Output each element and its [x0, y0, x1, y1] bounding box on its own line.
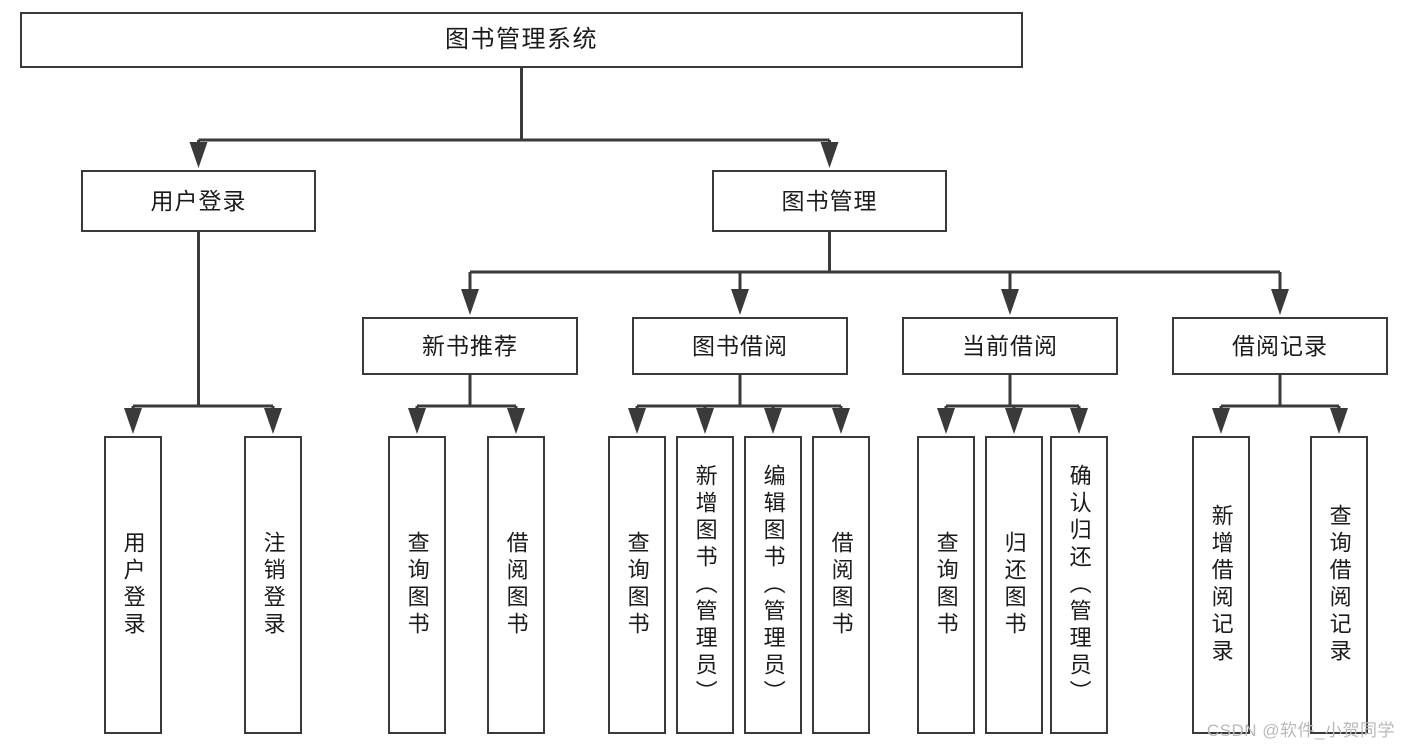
node-label-leaf8: 借阅图书	[828, 531, 854, 639]
node-label-records: 借阅记录	[1232, 332, 1328, 359]
node-leaf6[interactable]: 新增图书（管理员）	[676, 436, 734, 734]
arrowhead-icon	[764, 408, 782, 434]
node-label-leaf7: 编辑图书（管理员）	[760, 463, 786, 707]
node-label-login: 用户登录	[150, 187, 247, 214]
node-leaf2[interactable]: 注销登录	[244, 436, 302, 734]
node-leaf10[interactable]: 归还图书	[985, 436, 1043, 734]
arrowhead-icon	[507, 408, 525, 434]
node-label-leaf2: 注销登录	[260, 531, 286, 639]
node-leaf5[interactable]: 查询图书	[608, 436, 666, 734]
arrowhead-icon	[731, 289, 749, 315]
arrowhead-icon	[1070, 408, 1088, 434]
node-leaf4[interactable]: 借阅图书	[487, 436, 545, 734]
node-label-leaf1: 用户登录	[120, 531, 146, 639]
node-label-leaf13: 查询借阅记录	[1326, 504, 1352, 666]
node-leaf3[interactable]: 查询图书	[388, 436, 446, 734]
node-bookmgmt[interactable]: 图书管理	[712, 170, 947, 232]
node-leaf1[interactable]: 用户登录	[104, 436, 162, 734]
node-leaf7[interactable]: 编辑图书（管理员）	[744, 436, 802, 734]
node-leaf11[interactable]: 确认归还（管理员）	[1050, 436, 1108, 734]
arrowhead-icon	[1271, 289, 1289, 315]
node-borrow[interactable]: 图书借阅	[632, 317, 848, 375]
arrowhead-icon	[628, 408, 646, 434]
arrowhead-icon	[461, 289, 479, 315]
node-label-newbook: 新书推荐	[422, 332, 518, 359]
arrowhead-icon	[408, 408, 426, 434]
arrowhead-icon	[1001, 289, 1019, 315]
node-label-leaf3: 查询图书	[404, 531, 430, 639]
node-label-leaf4: 借阅图书	[503, 531, 529, 639]
node-label-leaf10: 归还图书	[1001, 531, 1027, 639]
node-label-leaf12: 新增借阅记录	[1208, 504, 1234, 666]
arrowhead-icon	[937, 408, 955, 434]
node-label-leaf9: 查询图书	[933, 531, 959, 639]
node-root[interactable]: 图书管理系统	[20, 12, 1023, 68]
arrowhead-icon	[189, 142, 208, 168]
arrowhead-icon	[1005, 408, 1023, 434]
node-leaf13[interactable]: 查询借阅记录	[1310, 436, 1368, 734]
node-newbook[interactable]: 新书推荐	[362, 317, 578, 375]
node-leaf9[interactable]: 查询图书	[917, 436, 975, 734]
node-label-bookmgmt: 图书管理	[781, 187, 878, 214]
node-login[interactable]: 用户登录	[81, 170, 316, 232]
arrowhead-icon	[124, 408, 142, 434]
arrowhead-icon	[1212, 408, 1230, 434]
arrowhead-icon	[264, 408, 282, 434]
node-leaf8[interactable]: 借阅图书	[812, 436, 870, 734]
node-current[interactable]: 当前借阅	[902, 317, 1118, 375]
node-records[interactable]: 借阅记录	[1172, 317, 1388, 375]
arrowhead-icon	[820, 142, 839, 168]
arrowhead-icon	[696, 408, 714, 434]
arrowhead-icon	[1330, 408, 1348, 434]
node-label-root: 图书管理系统	[445, 26, 598, 54]
node-label-leaf11: 确认归还（管理员）	[1066, 463, 1092, 707]
arrowhead-icon	[832, 408, 850, 434]
node-label-leaf6: 新增图书（管理员）	[692, 463, 718, 707]
watermark-text: CSDN @软件_小贺同学	[1206, 721, 1395, 740]
node-leaf12[interactable]: 新增借阅记录	[1192, 436, 1250, 734]
node-label-current: 当前借阅	[962, 332, 1058, 359]
node-label-borrow: 图书借阅	[692, 332, 788, 359]
node-label-leaf5: 查询图书	[624, 531, 650, 639]
